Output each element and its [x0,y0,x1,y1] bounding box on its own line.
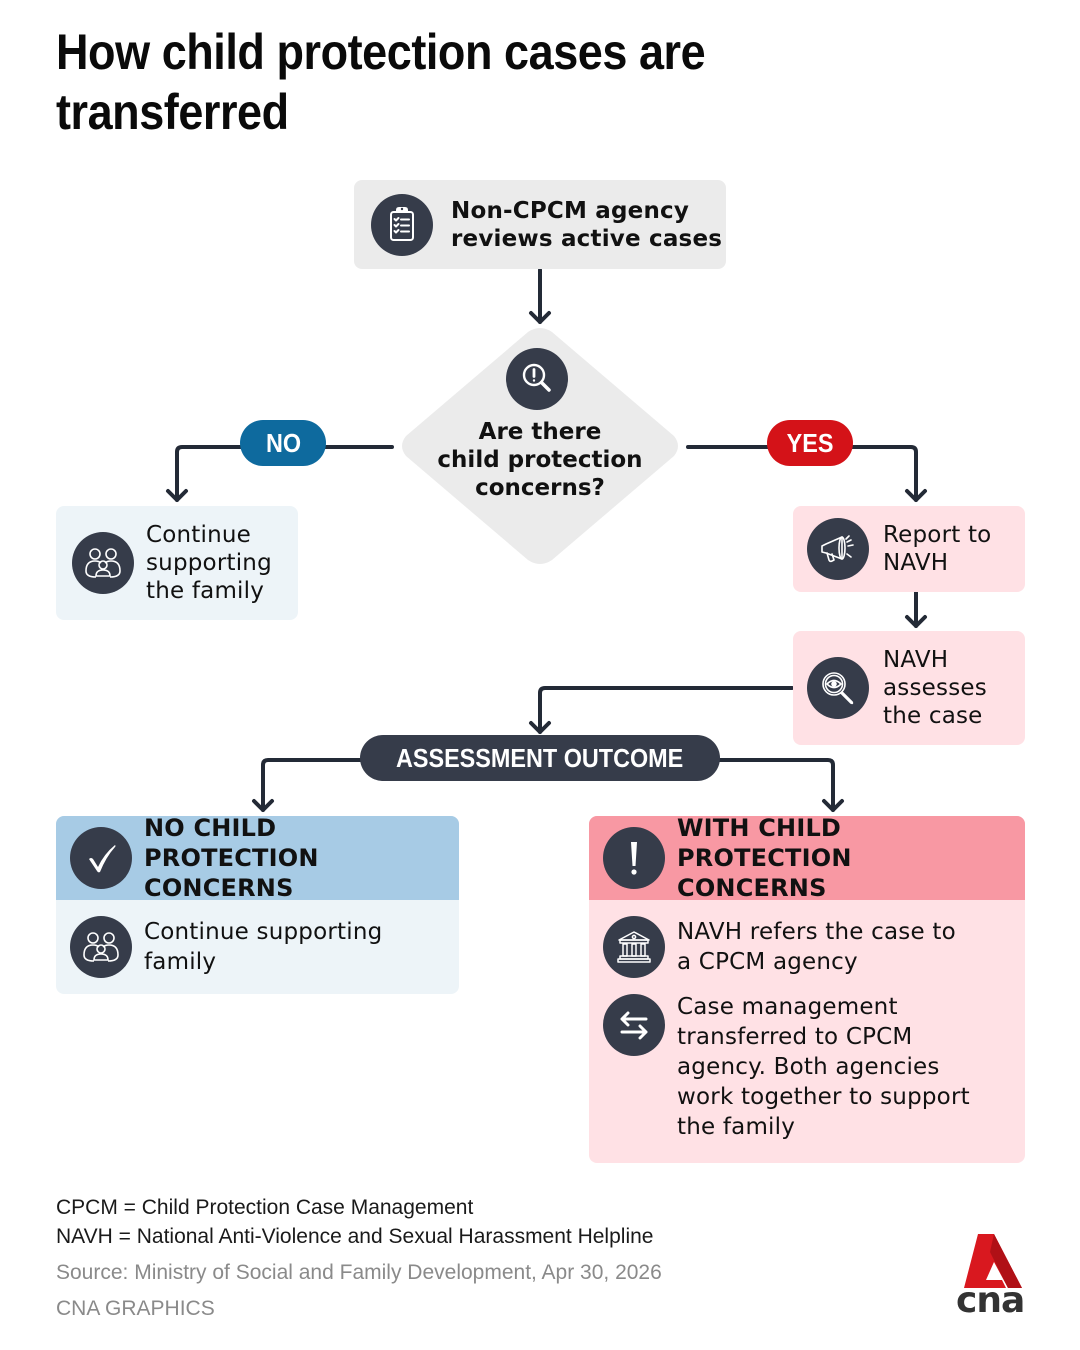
credit-line: CNA GRAPHICS [56,1297,215,1320]
heading-line: CONCERNS [677,874,827,902]
decision-line: Are there [478,419,602,445]
connector-outcome-right [716,758,835,812]
report-line: Report to [883,522,992,548]
item-line: family [144,949,217,975]
item-line: transferred to CPCM [677,1024,913,1050]
heading-line: CONCERNS [144,874,294,902]
megaphone-icon [807,518,869,580]
decision-line: child protection [437,447,643,473]
no-box-line: Continue [146,522,252,548]
definition-cpcm: CPCM = Child Protection Case Management [56,1196,474,1219]
item-line: agency. Both agencies [677,1054,940,1080]
arrowhead [905,489,927,502]
item-line: a CPCM agency [677,949,858,975]
arrowhead [822,799,844,812]
item-line: the family [677,1114,796,1140]
arrowhead [252,799,274,812]
arrowhead [529,721,551,734]
item-line: Continue supporting [144,919,383,945]
no-box-line: the family [146,578,265,604]
start-box-text: Non-CPCM agency reviews active cases [451,197,722,253]
assess-box-text: NAVH assesses the case [883,646,987,730]
assess-line: NAVH [883,647,949,673]
exclamation-icon [603,827,665,889]
definition-navh: NAVH = National Anti-Violence and Sexual… [56,1225,654,1248]
magnifier-exclamation-icon [506,348,568,410]
start-text-line: Non-CPCM agency [451,197,690,224]
cna-logo-mark [964,1234,1022,1288]
arrowhead [529,311,551,324]
item-line: Case management [677,994,898,1020]
no-concerns-card: NO CHILD PROTECTION CONCERNS Continue su… [56,816,459,994]
with-concerns-item: NAVH refers the case to a CPCM agency [589,900,1025,978]
decision-diamond: Are there child protection concerns? [398,328,682,564]
outcome-label-text: ASSESSMENT OUTCOME [396,742,684,773]
cna-logo: cna [950,1232,1030,1322]
with-concerns-heading: WITH CHILD PROTECTION CONCERNS [677,816,1011,903]
with-concerns-item: Case management transferred to CPCM agen… [589,978,1025,1142]
decision-question: Are there child protection concerns? [398,418,682,502]
transfer-arrows-icon [603,994,665,1056]
source-note: Source: Ministry of Social and Family De… [56,1261,662,1284]
no-box-text: Continue supporting the family [146,521,272,605]
no-concerns-item: Continue supporting family [56,900,459,978]
no-label-text: NO [265,427,301,458]
yes-label-text: YES [786,427,834,458]
assessment-outcome-label: ASSESSMENT OUTCOME [360,735,720,781]
family-icon [70,916,132,978]
no-concerns-heading: NO CHILD PROTECTION CONCERNS [144,816,445,903]
no-box-line: supporting [146,550,272,576]
start-text-line: reviews active cases [451,225,723,252]
with-concerns-header: WITH CHILD PROTECTION CONCERNS [589,816,1025,903]
assess-line: the case [883,703,983,729]
item-line: work together to support [677,1084,970,1110]
no-concerns-header: NO CHILD PROTECTION CONCERNS [56,816,459,903]
arrowhead [166,489,188,502]
clipboard-checklist-icon [371,193,433,256]
magnifier-eye-icon [807,657,869,719]
with-concerns-card: WITH CHILD PROTECTION CONCERNS NAVH refe… [589,816,1025,1163]
no-continue-supporting-box: Continue supporting the family [56,506,298,620]
diamond-shape [402,328,678,564]
report-to-navh-box: Report to NAVH [793,506,1025,592]
checkmark-icon [70,827,132,889]
connector-assess-to-outcome [538,686,794,734]
start-box: Non-CPCM agency reviews active cases [354,180,726,269]
item-line: NAVH refers the case to [677,919,956,945]
assess-line: assesses [883,675,987,701]
page-title: How child protection cases are transferr… [56,24,706,140]
report-box-text: Report to NAVH [883,521,991,577]
family-icon [72,532,134,594]
report-line: NAVH [883,550,949,576]
connector-outcome-left [261,758,364,812]
yes-branch-label: YES [767,420,853,466]
cna-logo-text: cna [956,1280,1025,1321]
no-branch-label: NO [240,420,326,466]
government-building-icon [603,916,665,978]
heading-line: NO CHILD PROTECTION [144,816,319,872]
heading-line: WITH CHILD PROTECTION [677,816,852,872]
no-concerns-item-text: Continue supporting family [144,917,382,977]
transfer-item-text: Case management transferred to CPCM agen… [677,992,970,1142]
decision-line: concerns? [475,475,605,501]
navh-assesses-box: NAVH assesses the case [793,631,1025,745]
arrowhead [905,615,927,628]
refer-item-text: NAVH refers the case to a CPCM agency [677,917,956,977]
